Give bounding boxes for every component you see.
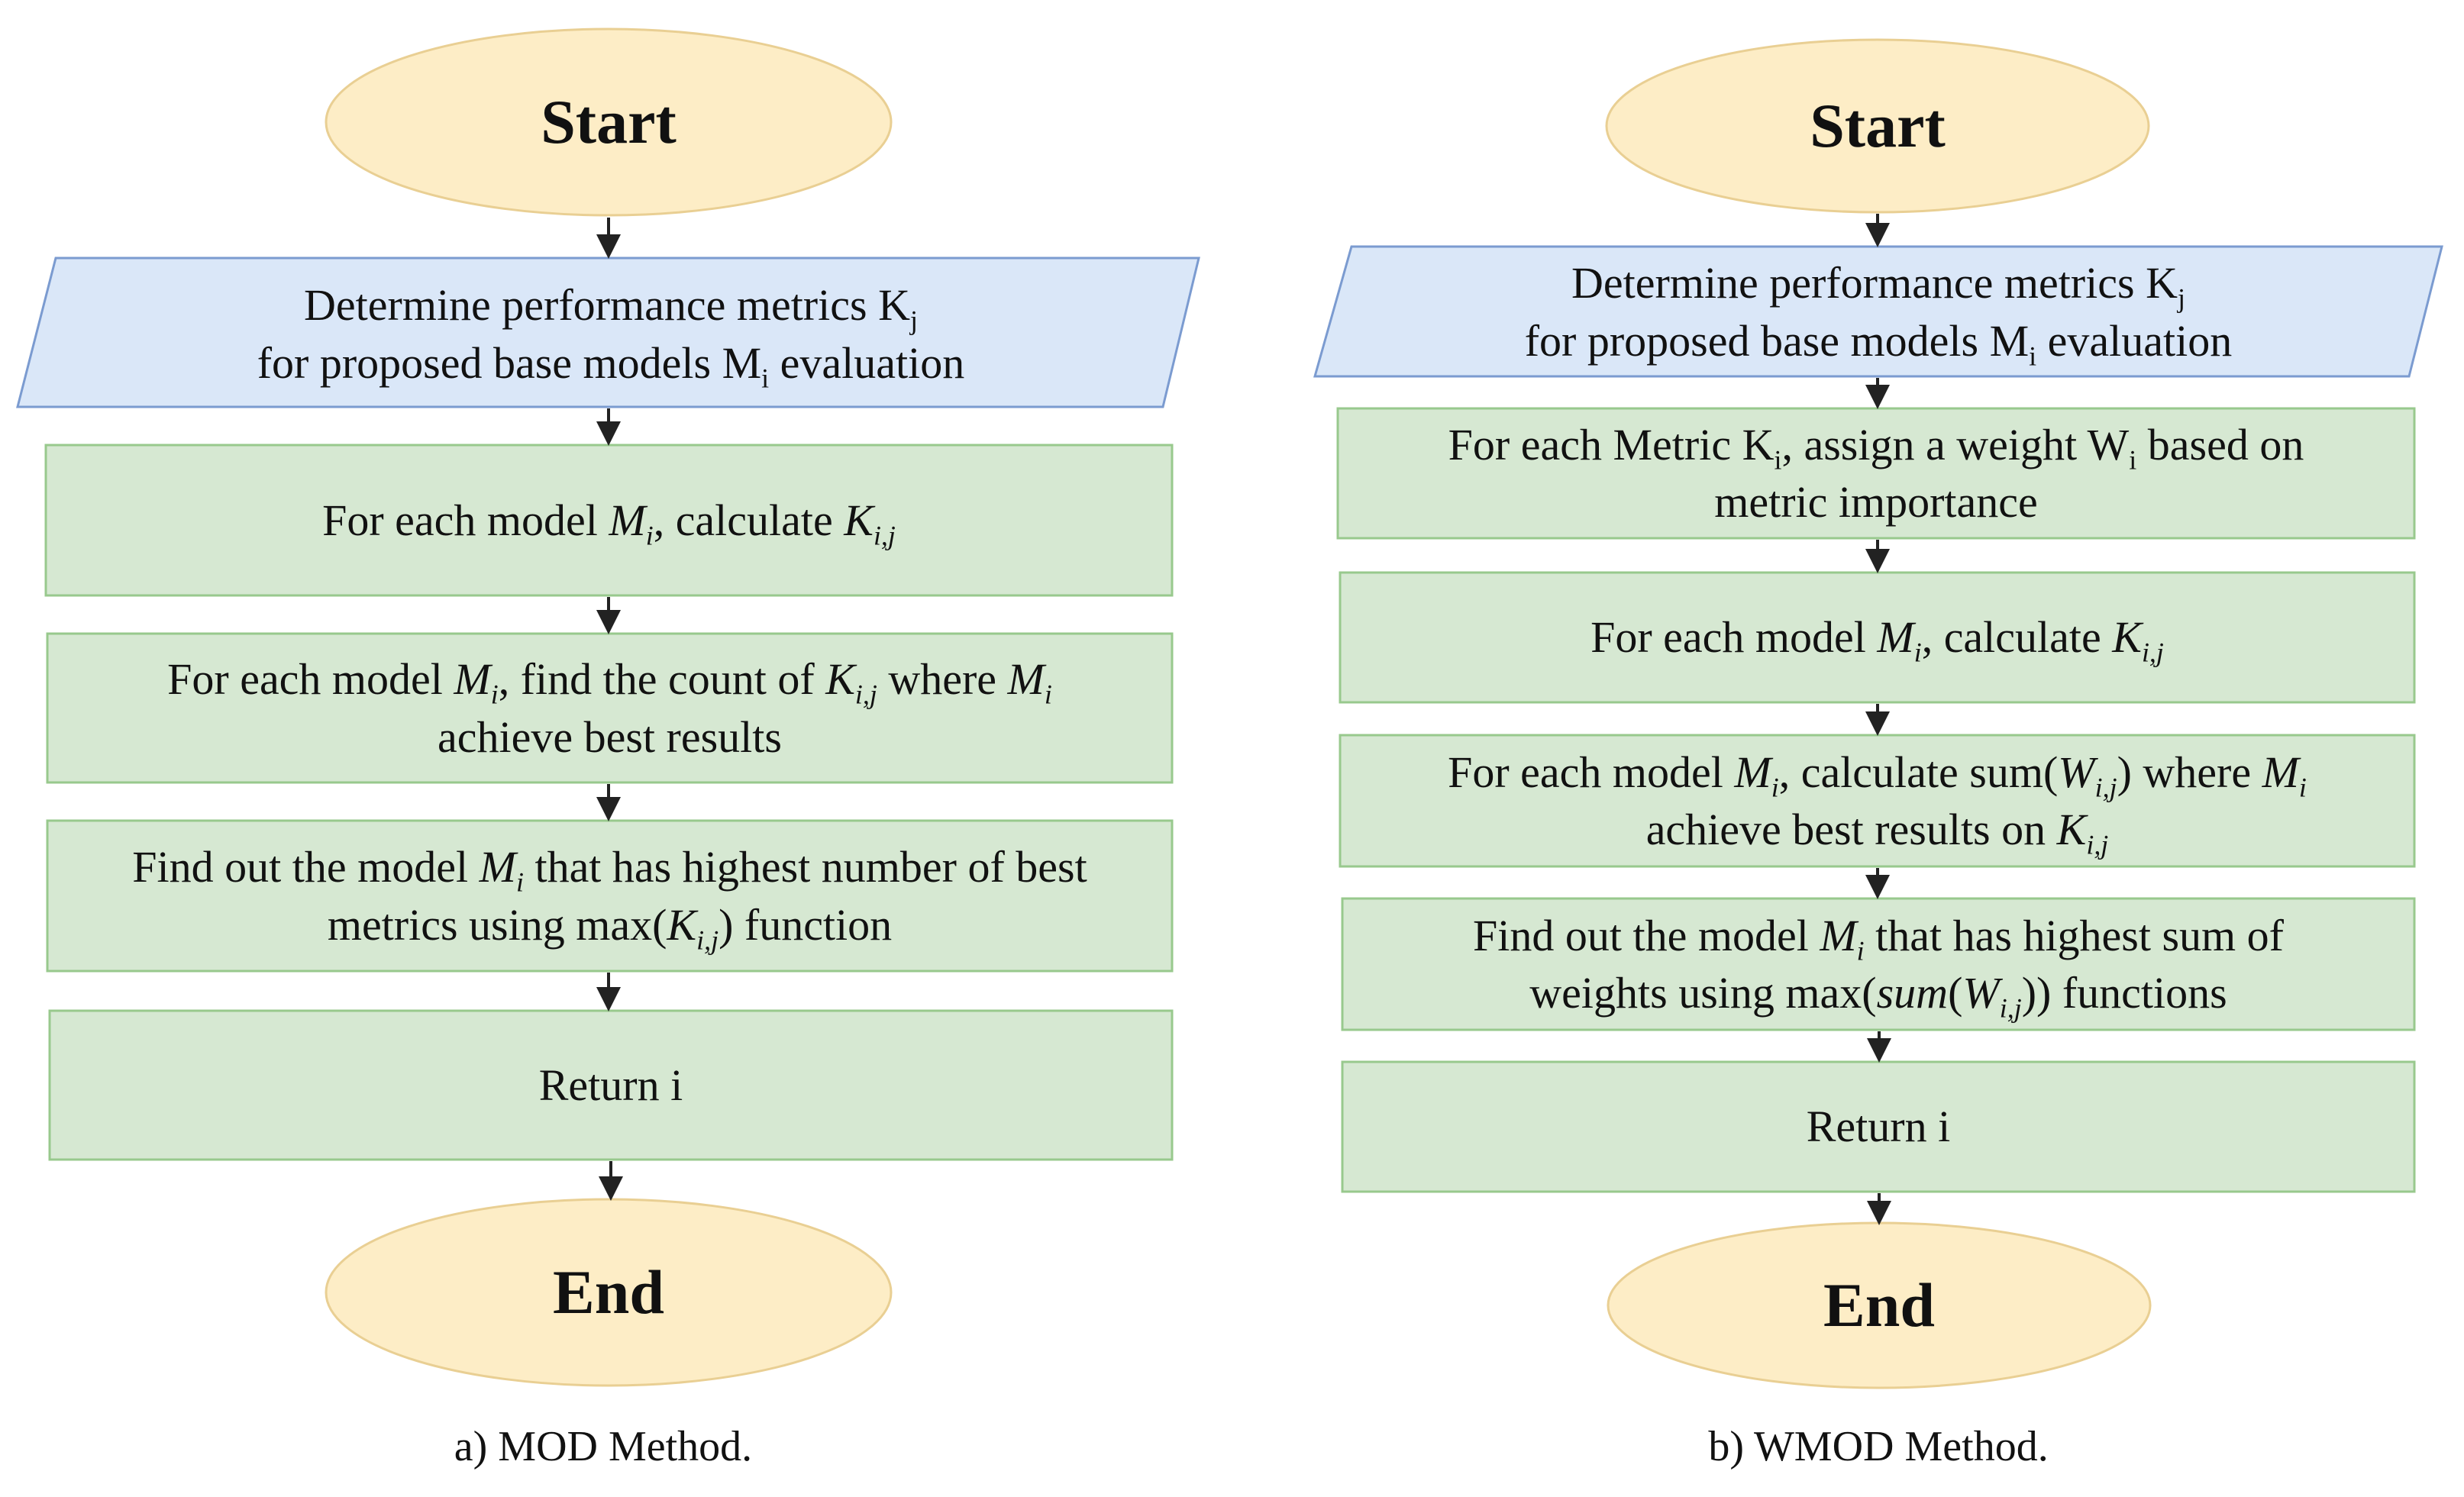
wmod-find-box: [1341, 897, 2416, 1031]
wmod-weight-box: [1336, 407, 2416, 540]
wmod-metrics-io: [1313, 245, 2443, 378]
mod-start-label: Start: [541, 86, 677, 156]
wmod-weight-label: For each Metric Ki, assign a weight Wi b…: [1448, 419, 2304, 527]
mod-metrics-io: [16, 256, 1200, 408]
wmod-calc-box: [1339, 571, 2416, 704]
mod-return-box: [48, 1009, 1174, 1161]
mod-metrics-label: Determine performance metrics Kj for pro…: [257, 280, 965, 394]
wmod-metrics-label: Determine performance metrics Kj for pro…: [1524, 258, 2233, 372]
mod-calc-label: For each model Mi, calculate Ki,j: [322, 495, 896, 551]
wmod-sum-box: [1339, 734, 2416, 868]
mod-calc-box: [44, 444, 1174, 597]
mod-find-label: Find out the model Mi that has highest n…: [132, 842, 1087, 956]
wmod-return-label: Return i: [1806, 1102, 1951, 1152]
wmod-sum-label: For each model Mi, calculate sum(Wi,j) w…: [1448, 747, 2307, 860]
mod-caption: a) MOD Method.: [454, 1422, 753, 1470]
mod-end-label: End: [553, 1257, 664, 1327]
mod-find-box: [46, 819, 1174, 973]
wmod-end-label: End: [1823, 1270, 1935, 1340]
mod-count-label: For each model Mi, find the count of Ki,…: [167, 654, 1052, 762]
mod-start-terminal: [325, 27, 893, 217]
mod-return-label: Return i: [538, 1060, 683, 1110]
wmod-return-box: [1341, 1060, 2416, 1193]
wmod-calc-label: For each model Mi, calculate Ki,j: [1590, 612, 2164, 668]
mod-flowchart: [16, 27, 1200, 1387]
wmod-start-terminal: [1605, 38, 2150, 214]
wmod-start-label: Start: [1810, 90, 1946, 160]
wmod-find-label: Find out the model Mi that has highest s…: [1473, 910, 2284, 1024]
wmod-caption: b) WMOD Method.: [1708, 1422, 2049, 1470]
wmod-flowchart: [1313, 38, 2443, 1389]
